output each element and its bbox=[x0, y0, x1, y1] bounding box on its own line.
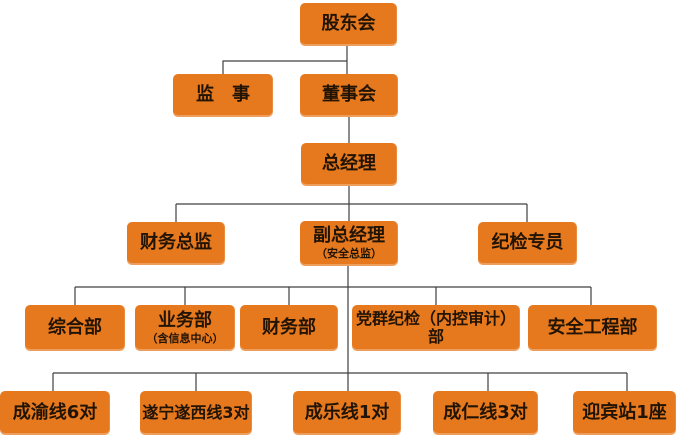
node-label: 股东会 bbox=[321, 13, 376, 35]
org-node-general-manager: 总经理 bbox=[301, 143, 397, 186]
node-sublabel: （安全总监） bbox=[316, 247, 382, 261]
org-node-supervisor: 监 事 bbox=[173, 74, 273, 117]
node-label: 监 事 bbox=[196, 84, 250, 106]
org-node-chengle-line: 成乐线1对 bbox=[293, 391, 401, 435]
node-label: 成仁线3对 bbox=[443, 401, 528, 423]
org-node-suining-suixi-line: 遂宁遂西线3对 bbox=[140, 391, 252, 435]
org-node-discipline-inspection-specialist: 纪检专员 bbox=[478, 222, 577, 265]
org-node-safety-engineering-department: 安全工程部 bbox=[528, 305, 657, 351]
node-label: 总经理 bbox=[322, 153, 376, 175]
node-label: 成渝线6对 bbox=[12, 401, 98, 423]
node-label: 迎宾站1座 bbox=[582, 401, 667, 423]
node-label: 综合部 bbox=[48, 316, 102, 338]
org-node-yingbin-station: 迎宾站1座 bbox=[573, 391, 676, 435]
node-label: 安全工程部 bbox=[547, 316, 638, 338]
node-label: 党群纪检（内控审计）部 bbox=[355, 308, 516, 346]
node-sublabel: （含信息中心） bbox=[146, 331, 224, 345]
node-label: 财务部 bbox=[262, 316, 316, 338]
org-node-board-of-directors: 董事会 bbox=[300, 74, 398, 117]
org-node-deputy-general-manager: 副总经理 （安全总监） bbox=[300, 221, 398, 266]
org-node-chengyu-line: 成渝线6对 bbox=[0, 391, 110, 435]
node-label: 成乐线1对 bbox=[304, 401, 390, 423]
org-node-chengren-line: 成仁线3对 bbox=[433, 391, 538, 435]
node-label: 遂宁遂西线3对 bbox=[142, 402, 250, 422]
org-node-business-department: 业务部 （含信息中心） bbox=[135, 305, 235, 351]
org-node-finance-department: 财务部 bbox=[240, 305, 338, 351]
org-node-shareholders-meeting: 股东会 bbox=[300, 3, 397, 46]
node-label: 董事会 bbox=[322, 84, 376, 106]
org-node-general-department: 综合部 bbox=[25, 305, 125, 351]
node-label: 业务部 bbox=[158, 309, 212, 331]
org-node-finance-director: 财务总监 bbox=[127, 222, 225, 265]
node-label: 纪检专员 bbox=[491, 232, 564, 254]
org-node-party-discipline-audit-department: 党群纪检（内控审计）部 bbox=[352, 305, 520, 351]
node-label: 财务总监 bbox=[140, 232, 212, 254]
node-label: 副总经理 bbox=[313, 225, 385, 247]
